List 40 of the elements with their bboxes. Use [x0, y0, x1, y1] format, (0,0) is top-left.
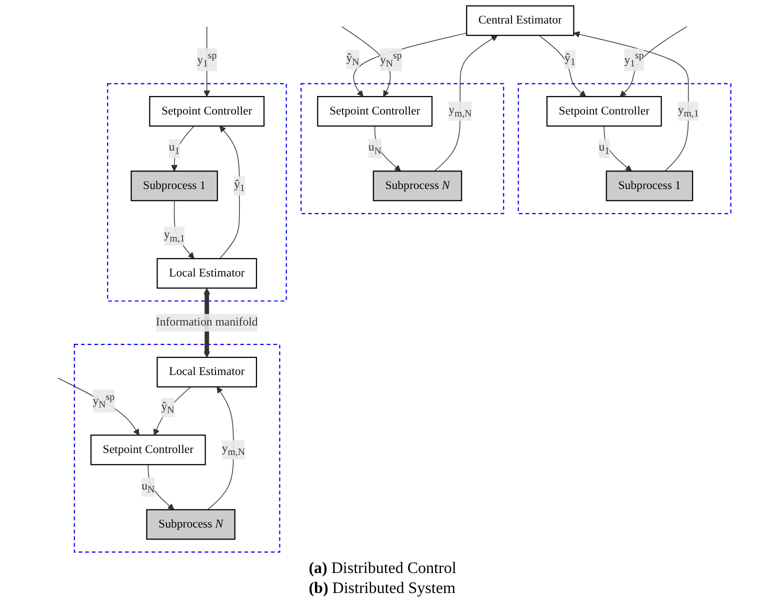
- edge-label: y$_{m,1}$: [164, 226, 185, 246]
- figure-caption: (a) Distributed Control: [308, 560, 456, 578]
- arrow: [57, 378, 140, 436]
- edge-label: ŷ$_{N}$: [346, 50, 360, 70]
- arrow: [538, 35, 586, 97]
- block-box: Setpoint Controller: [546, 96, 662, 127]
- edge-label: u$_{1}$: [598, 138, 610, 158]
- block-box: Setpoint Controller: [149, 96, 265, 127]
- block-box: Setpoint Controller: [317, 96, 433, 127]
- block-box: Local Estimator: [156, 356, 258, 388]
- arrow: [204, 26, 210, 97]
- figure-caption: (b) Distributed System: [308, 580, 456, 598]
- edge-label: ŷ$_{N}$: [161, 398, 174, 418]
- edge-label: y$_{m,1}$: [678, 102, 699, 121]
- edge-label: ŷ$_{1}$: [564, 50, 576, 70]
- arrow: [434, 35, 498, 172]
- arrow: [573, 31, 689, 172]
- edge-label: u$_{N}$: [368, 138, 382, 158]
- block-box: Setpoint Controller: [90, 434, 206, 466]
- arrow: [374, 126, 401, 172]
- arrow: [148, 464, 174, 510]
- arrow: [604, 126, 632, 172]
- process-box: Subprocess 1: [130, 170, 218, 202]
- process-box: Subprocess 1: [606, 170, 694, 202]
- block-box: Local Estimator: [156, 258, 258, 289]
- arrow: [207, 386, 234, 510]
- edge-label: u$_{1}$: [168, 138, 180, 158]
- block-box: Central Estimator: [466, 5, 574, 36]
- arrow: [341, 26, 391, 97]
- edge-label: Information manifold: [156, 314, 258, 332]
- edge-label: y$_{m,N}$: [448, 102, 472, 121]
- arrow: [153, 386, 192, 436]
- arrow: [353, 32, 467, 97]
- edge-label: u$_{N}$: [142, 478, 155, 497]
- arrow: [219, 126, 240, 259]
- edge-label: ŷ$_{1}$: [234, 176, 245, 196]
- arrow: [171, 126, 194, 172]
- arrow: [620, 26, 688, 97]
- arrow: [174, 200, 194, 259]
- edge-label: y$_{m,N}$: [222, 440, 245, 460]
